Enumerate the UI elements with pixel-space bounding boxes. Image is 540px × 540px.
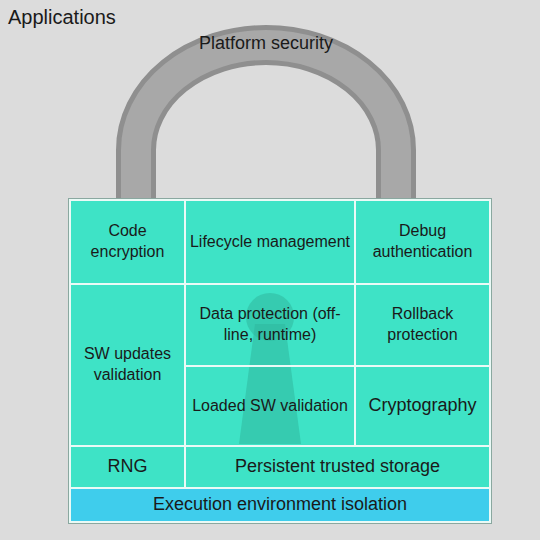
feature-cell: Persistent trusted storage [184,445,491,489]
cell-text: Debug authentication [356,221,489,263]
cell-text: Persistent trusted storage [232,455,443,478]
isolation-band: Execution environment isolation [69,487,491,523]
cell-text: RNG [105,455,151,478]
feature-cell: Rollback protection [354,283,491,367]
feature-cell: Cryptography [354,365,491,447]
lock-body: Code encryptionLifecycle managementDebug… [68,198,492,524]
feature-cell: RNG [69,445,186,489]
feature-cell: SW updates validation [69,283,186,447]
cell-text: Cryptography [365,394,479,417]
feature-cell: Data protection (off-line, runtime) [184,283,356,367]
feature-cell: Debug authentication [354,199,491,285]
feature-cell: Loaded SW validation [184,365,356,447]
layer-label: Applications [8,6,116,29]
cell-text: SW updates validation [71,344,184,386]
cell-text: Lifecycle management [187,232,353,253]
feature-cell: Lifecycle management [184,199,356,285]
cell-text: Loaded SW validation [189,396,351,417]
shackle-label: Platform security [199,33,333,54]
cell-text: Rollback protection [356,304,489,346]
cell-text: Code encryption [71,221,184,263]
cell-text: Execution environment isolation [150,493,410,516]
feature-cell: Code encryption [69,199,186,285]
cell-text: Data protection (off-line, runtime) [186,304,354,346]
